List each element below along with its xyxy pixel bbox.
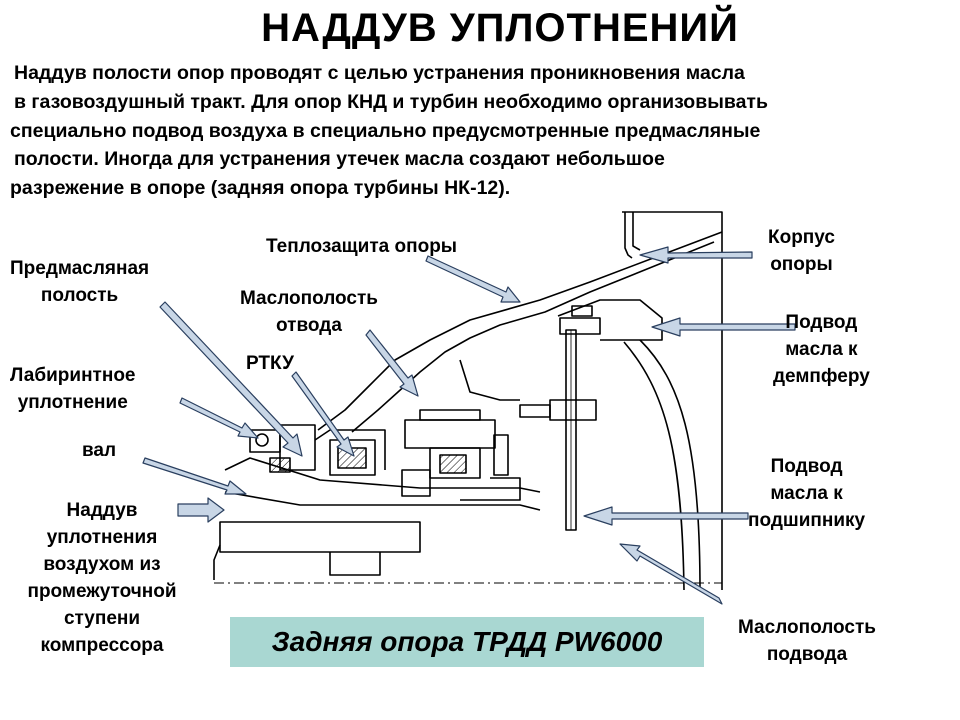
arrow-labirint: [179, 397, 259, 439]
label-podvod-podshipnik: Подвод масла к подшипнику: [748, 456, 866, 531]
intro-line-4: полости. Иногда для устранения утечек ма…: [14, 148, 665, 170]
arrow-maslopolost-otvoda: [365, 329, 419, 397]
label-rtku: РТКУ: [246, 353, 294, 374]
arrow-korpus: [639, 246, 753, 264]
label-maslopolost-otvoda: Маслополость отвода: [240, 288, 378, 336]
intro-line-2: в газовоздушный тракт. Для опор КНД и ту…: [14, 91, 768, 113]
label-nadduv: Наддув уплотнения воздухом из промежуточ…: [27, 500, 177, 656]
caption-box: Задняя опора ТРДД PW6000: [230, 617, 704, 667]
leader-arrows: [142, 246, 796, 605]
arrow-predmaslyanaya: [159, 301, 303, 457]
caption-text: Задняя опора ТРДД PW6000: [271, 626, 663, 657]
label-maslopolost-podvoda: Маслополость подвода: [738, 617, 876, 665]
intro-line-5: разрежение в опоре (задняя опора турбины…: [10, 177, 511, 199]
intro-line-3: специально подвод воздуха в специально п…: [10, 120, 761, 142]
arrow-teplozashchita: [425, 255, 521, 303]
arrow-podvod-podshipnik: [583, 506, 749, 526]
label-podvod-dempfer: Подвод масла к демпферу: [773, 312, 870, 387]
label-labirint: Лабиринтное уплотнение: [10, 365, 136, 413]
arrow-nadduv: [177, 497, 225, 523]
intro-line-1: Наддув полости опор проводят с целью уст…: [14, 62, 745, 84]
arrow-val: [142, 457, 247, 495]
label-korpus: Корпус опоры: [768, 227, 835, 275]
casing-frame: [622, 211, 723, 590]
label-teplozashchita: Теплозащита опоры: [266, 236, 458, 257]
heat-shield: [317, 231, 723, 431]
arrow-maslopolost-podvoda: [619, 543, 723, 605]
support-web: [639, 339, 701, 591]
arrow-rtku: [291, 371, 355, 457]
label-predmaslyanaya: Предмасляная полость: [10, 258, 150, 306]
page-title: НАДДУВ УПЛОТНЕНИЙ: [261, 6, 739, 50]
label-val: вал: [82, 440, 117, 461]
shaft: [224, 457, 541, 493]
arrow-podvod-dempfer: [651, 317, 796, 337]
